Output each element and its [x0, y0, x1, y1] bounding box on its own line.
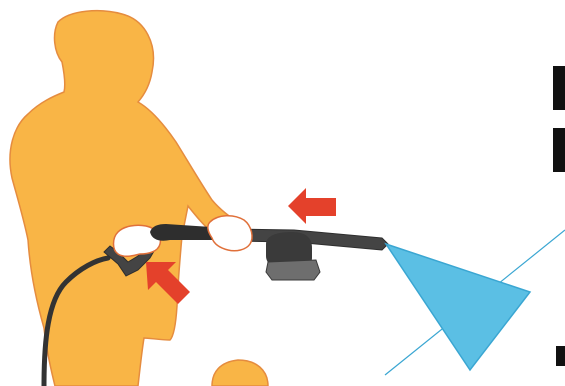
spray-cone [386, 244, 530, 370]
front-hand [208, 216, 252, 251]
cropped-heading-mark-3 [556, 346, 565, 366]
second-person-partial [212, 360, 268, 386]
cropped-heading-mark-1 [553, 66, 565, 110]
cropped-heading-mark-2 [553, 128, 565, 172]
arrow-left-icon [288, 188, 336, 224]
